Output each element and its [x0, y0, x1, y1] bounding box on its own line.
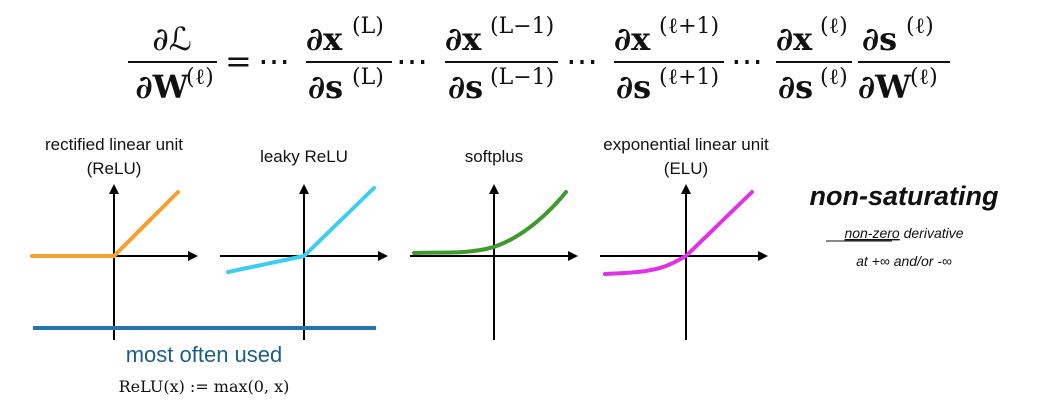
factor-2-denominator: ∂s — [448, 68, 483, 106]
factor-5: ∂s (ℓ) ∂W (ℓ) — [858, 14, 950, 106]
factor-1-numerator-superscript: (L) — [352, 14, 384, 39]
factor-4-denominator: ∂s — [778, 68, 813, 106]
factor-1-numerator: ∂x — [306, 20, 343, 58]
derivative-note-line-2: at +∞ and/or -∞ — [856, 253, 952, 269]
dots-4: ⋯ — [731, 42, 763, 80]
factor-2-numerator: ∂x — [445, 20, 482, 58]
factor-2: ∂x (L−1) ∂s (L−1) — [445, 14, 558, 106]
leaky-relu-curve — [226, 186, 376, 274]
most-often-used-label: most often used — [126, 342, 283, 367]
softplus-plot — [410, 184, 578, 340]
factor-3: ∂x (ℓ+1) ∂s (ℓ+1) — [614, 14, 724, 106]
factor-4-numerator: ∂x — [776, 20, 813, 58]
panel-titles: rectified linear unit (ReLU) leaky ReLU … — [45, 135, 769, 178]
lhs-denominator: ∂W — [135, 68, 189, 106]
non-saturating-note: non-saturating non-zero derivative at +∞… — [810, 181, 999, 269]
relu-curve — [30, 190, 180, 258]
dots-3: ⋯ — [566, 42, 598, 80]
elu-title-line-2: (ELU) — [664, 159, 708, 178]
equals-sign: = — [225, 42, 252, 80]
factor-2-denominator-superscript: (L−1) — [490, 65, 554, 90]
leaky-relu-title: leaky ReLU — [260, 147, 348, 166]
softplus-title: softplus — [465, 147, 524, 166]
softplus-curve — [412, 190, 568, 255]
non-saturating-heading: non-saturating — [810, 181, 999, 211]
relu-plot — [30, 184, 198, 340]
dots-2: ⋯ — [396, 42, 428, 80]
lhs-denominator-superscript: (ℓ) — [186, 65, 214, 90]
factor-4-denominator-superscript: (ℓ) — [820, 65, 848, 90]
elu-curve — [603, 190, 754, 276]
derivative-note-line-1: non-zero derivative — [844, 225, 963, 241]
factor-5-denominator-superscript: (ℓ) — [910, 65, 938, 90]
elu-title-line-1: exponential linear unit — [603, 135, 769, 154]
factor-3-denominator-superscript: (ℓ+1) — [659, 65, 719, 90]
factor-4: ∂x (ℓ) ∂s (ℓ) — [776, 14, 852, 106]
factor-5-numerator-superscript: (ℓ) — [906, 14, 934, 39]
lhs-numerator: ∂ℒ — [152, 20, 192, 58]
factor-3-denominator: ∂s — [616, 68, 651, 106]
factor-3-numerator-superscript: (ℓ+1) — [659, 14, 719, 39]
chain-rule-equation: ∂ℒ ∂W (ℓ) = ⋯ ∂x (L) ∂s (L) ⋯ ∂x (L−1) ∂… — [128, 14, 950, 106]
relu-title-line-1: rectified linear unit — [45, 135, 183, 154]
lhs-fraction: ∂ℒ ∂W (ℓ) — [128, 20, 217, 106]
factor-1-denominator-superscript: (L) — [352, 65, 384, 90]
factor-4-numerator-superscript: (ℓ) — [820, 14, 848, 39]
factor-1-denominator: ∂s — [308, 68, 343, 106]
most-often-used-group: most often used ReLU(x) := max(0, x) — [33, 326, 376, 396]
elu-plot — [600, 184, 768, 340]
factor-1: ∂x (L) ∂s (L) — [306, 14, 392, 106]
factor-5-numerator: ∂s — [862, 20, 897, 58]
relu-title-line-2: (ReLU) — [87, 159, 142, 178]
factor-5-denominator: ∂W — [858, 68, 912, 106]
relu-formula: ReLU(x) := max(0, x) — [119, 377, 290, 396]
factor-2-numerator-superscript: (L−1) — [490, 14, 554, 39]
factor-3-numerator: ∂x — [614, 20, 651, 58]
non-zero-underlined: non-zero — [844, 225, 899, 241]
derivative-word: derivative — [900, 225, 964, 241]
leaky-relu-plot — [220, 184, 388, 340]
leading-dots: ⋯ — [258, 42, 290, 80]
